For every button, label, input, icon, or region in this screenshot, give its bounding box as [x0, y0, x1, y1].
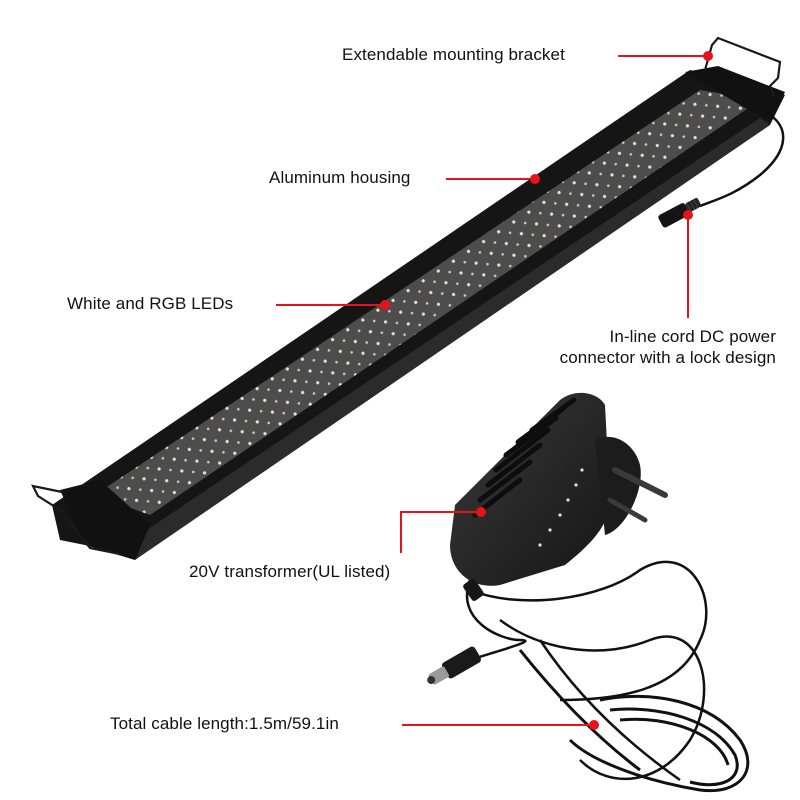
leader-line-transformer-v — [400, 511, 402, 553]
bracket-left — [31, 484, 121, 556]
callout-label-connector: In-line cord DC power — [610, 327, 777, 347]
callout-label-bracket: Extendable mounting bracket — [342, 45, 565, 64]
callout-dot-connector — [683, 210, 693, 220]
adapter-body — [450, 392, 610, 586]
callout-label-connector-line1: In-line cord DC power — [609, 327, 776, 346]
leader-line-connector — [687, 216, 689, 318]
leader-line-transformer-h — [400, 511, 481, 513]
callout-dot-cable — [589, 720, 599, 730]
callout-label-cable: Total cable length:1.5m/59.1in — [110, 714, 339, 733]
end-cap-right — [685, 66, 785, 120]
callout-dot-leds — [380, 300, 390, 310]
barrel-plug — [427, 646, 481, 685]
power-adapter — [427, 392, 750, 793]
power-cord — [699, 110, 785, 208]
callout-label-transformer: 20V transformer(UL listed) — [189, 562, 391, 581]
dc-connector — [658, 197, 702, 228]
callout-label-leds: White and RGB LEDs — [67, 294, 234, 313]
leader-line-housing — [446, 178, 536, 180]
callout-dot-transformer — [476, 507, 486, 517]
callout-dot-housing — [530, 174, 540, 184]
leader-line-bracket — [618, 55, 708, 57]
leader-line-cable — [402, 724, 594, 726]
end-cap-left — [60, 480, 150, 560]
callout-label-connector-line2: connector with a lock design — [559, 348, 776, 367]
light-bar — [31, 36, 785, 560]
leader-line-leds — [276, 304, 384, 306]
callout-label-housing: Aluminum housing — [269, 168, 411, 187]
callout-dot-bracket — [703, 51, 713, 61]
bracket-right — [703, 36, 782, 97]
